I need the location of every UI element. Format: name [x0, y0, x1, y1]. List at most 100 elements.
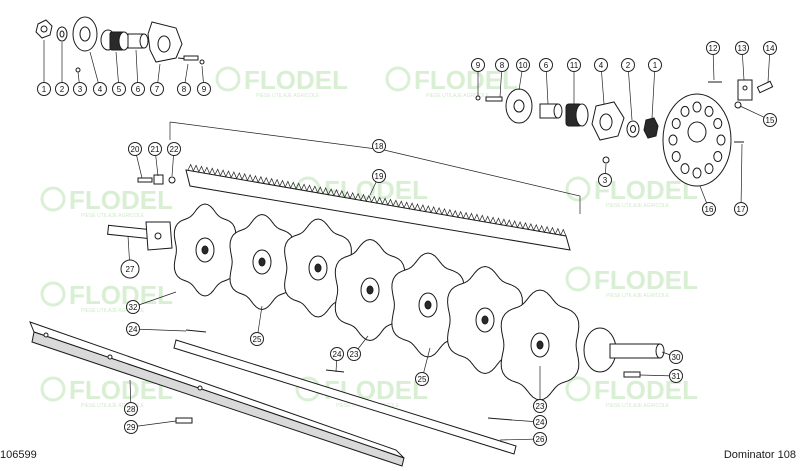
callout-circle	[763, 41, 777, 55]
watermark-brand: FLODEL	[244, 65, 348, 95]
callout-23: 23	[533, 399, 547, 413]
callout-3: 3	[598, 173, 612, 187]
callout-circle	[539, 58, 553, 72]
callout-13: 13	[735, 41, 749, 55]
callout-7: 7	[150, 82, 164, 96]
callout-label: 23	[536, 402, 545, 411]
watermark-tagline: PIESE UTILAJE AGRICOLE	[81, 308, 145, 314]
long-rod	[173, 329, 517, 455]
callout-circle	[516, 58, 530, 72]
callout-2: 2	[55, 82, 69, 96]
callout-22: 22	[167, 142, 181, 156]
callout-label: 4	[98, 85, 103, 94]
watermark-tagline: PIESE UTILAJE AGRICOLE	[81, 403, 145, 409]
callout-23: 23	[347, 347, 361, 361]
callout-leader	[627, 64, 633, 121]
callout-label: 9	[476, 61, 481, 70]
watermark-tagline: PIESE UTILAJE AGRICOLE	[606, 293, 670, 299]
callout-leader	[130, 420, 177, 428]
drawing-number: 106599	[0, 449, 37, 461]
callout-circle	[126, 322, 140, 336]
watermark-brand: FLODEL	[69, 185, 173, 215]
callout-circle	[567, 58, 581, 72]
callout-circle	[594, 58, 608, 72]
callout-label: 12	[709, 44, 718, 53]
toothed-rack	[169, 121, 581, 251]
callout-6: 6	[131, 82, 145, 96]
callout-19: 19	[372, 169, 386, 183]
callout-27: 27	[120, 259, 140, 279]
callout-label: 25	[253, 335, 262, 344]
callout-circle	[533, 415, 547, 429]
callout-circle	[330, 347, 344, 361]
callout-21: 21	[148, 142, 162, 156]
callout-circle	[148, 142, 162, 156]
callout-circle	[120, 259, 140, 279]
callout-label: 24	[333, 350, 342, 359]
callout-10: 10	[516, 58, 530, 72]
callout-29: 29	[124, 420, 138, 434]
watermark-tagline: PIESE UTILAJE AGRICOLE	[81, 213, 145, 219]
callout-circle	[471, 58, 485, 72]
callout-circle	[669, 350, 683, 364]
callout-circle	[73, 82, 87, 96]
watermark-brand: FLODEL	[324, 375, 428, 405]
callout-label: 8	[182, 85, 187, 94]
callout-label: 24	[129, 325, 138, 334]
callout-17: 17	[734, 202, 748, 216]
callout-11: 11	[567, 58, 581, 72]
callout-5: 5	[112, 82, 126, 96]
callout-leader	[132, 328, 187, 332]
callout-label: 25	[418, 375, 427, 384]
callout-label: 30	[672, 353, 681, 362]
callout-circle	[131, 82, 145, 96]
callout-circle	[415, 372, 429, 386]
watermark-tagline: PIESE UTILAJE AGRICOLE	[256, 93, 320, 99]
callout-8: 8	[177, 82, 191, 96]
callout-label: 20	[131, 145, 140, 154]
callout-label: 23	[350, 350, 359, 359]
callout-31: 31	[669, 369, 683, 383]
callout-circle	[734, 202, 748, 216]
callout-circle	[124, 420, 138, 434]
watermark-tagline: PIESE UTILAJE AGRICOLE	[426, 93, 490, 99]
callout-25: 25	[415, 372, 429, 386]
watermark-tagline: PIESE UTILAJE AGRICOLE	[606, 403, 670, 409]
callout-circle	[495, 58, 509, 72]
watermark-brand: FLODEL	[594, 375, 698, 405]
callout-circle	[150, 82, 164, 96]
callout-label: 7	[155, 85, 160, 94]
callout-label: 29	[127, 423, 136, 432]
callout-circle	[533, 399, 547, 413]
callout-circle	[124, 402, 138, 416]
callout-label: 24	[536, 418, 545, 427]
left-bearing-assembly	[35, 16, 205, 73]
callout-label: 28	[127, 405, 136, 414]
callout-label: 3	[603, 176, 608, 185]
callout-label: 31	[672, 372, 681, 381]
callout-label: 2	[626, 61, 631, 70]
callout-label: 17	[737, 205, 746, 214]
callout-circle	[648, 58, 662, 72]
callout-circle	[621, 58, 635, 72]
callout-8: 8	[495, 58, 509, 72]
callout-32: 32	[126, 300, 140, 314]
callout-circle	[763, 113, 777, 127]
callout-label: 4	[599, 61, 604, 70]
callout-label: 26	[536, 435, 545, 444]
callout-3: 3	[73, 82, 87, 96]
callout-label: 14	[766, 44, 775, 53]
callout-leader	[132, 291, 177, 308]
callout-circle	[735, 41, 749, 55]
callout-label: 8	[500, 61, 505, 70]
callout-16: 16	[702, 202, 716, 216]
callout-label: 18	[375, 142, 384, 151]
callout-6: 6	[539, 58, 553, 72]
